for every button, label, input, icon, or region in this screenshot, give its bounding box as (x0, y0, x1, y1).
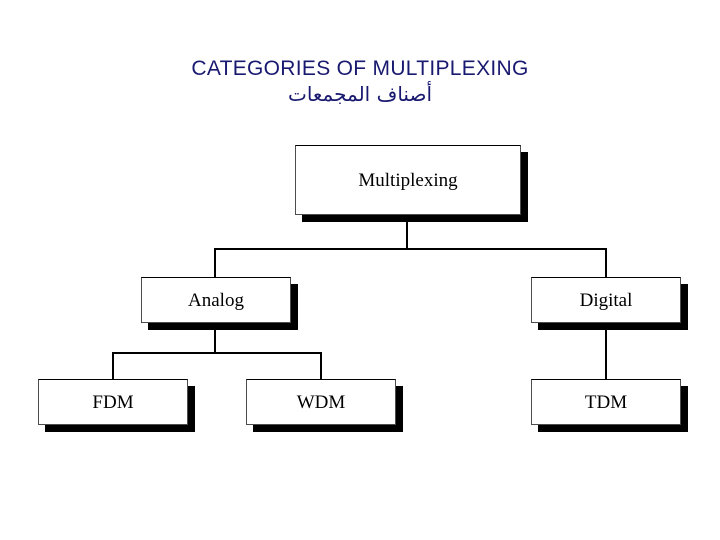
node-label-analog: Analog (188, 289, 244, 311)
node-digital[interactable]: Digital (531, 277, 681, 323)
connector-multiplexing-stem (406, 219, 408, 250)
slide-title: CATEGORIES OF MULTIPLEXING أصناف المجمعا… (0, 56, 720, 107)
connector-to-fdm (112, 352, 114, 379)
title-line-english: CATEGORIES OF MULTIPLEXING (191, 57, 529, 80)
node-label-digital: Digital (579, 289, 633, 311)
node-wdm[interactable]: WDM (246, 379, 396, 425)
connector-to-wdm (320, 352, 322, 379)
connector-analog-stem (214, 324, 216, 353)
node-analog[interactable]: Analog (141, 277, 291, 323)
connector-to-tdm (605, 324, 607, 379)
connector-to-digital (605, 248, 607, 277)
node-multiplexing[interactable]: Multiplexing (295, 145, 521, 215)
node-fdm[interactable]: FDM (38, 379, 188, 425)
node-label-tdm: TDM (584, 391, 628, 413)
node-label-wdm: WDM (296, 391, 346, 413)
connector-to-analog (214, 248, 216, 277)
connector-level2-bus (112, 352, 322, 354)
node-tdm[interactable]: TDM (531, 379, 681, 425)
connector-level1-bus (214, 248, 607, 250)
node-label-multiplexing: Multiplexing (358, 169, 458, 191)
title-line-arabic: أصناف المجمعات (287, 82, 432, 106)
node-label-fdm: FDM (92, 391, 134, 413)
